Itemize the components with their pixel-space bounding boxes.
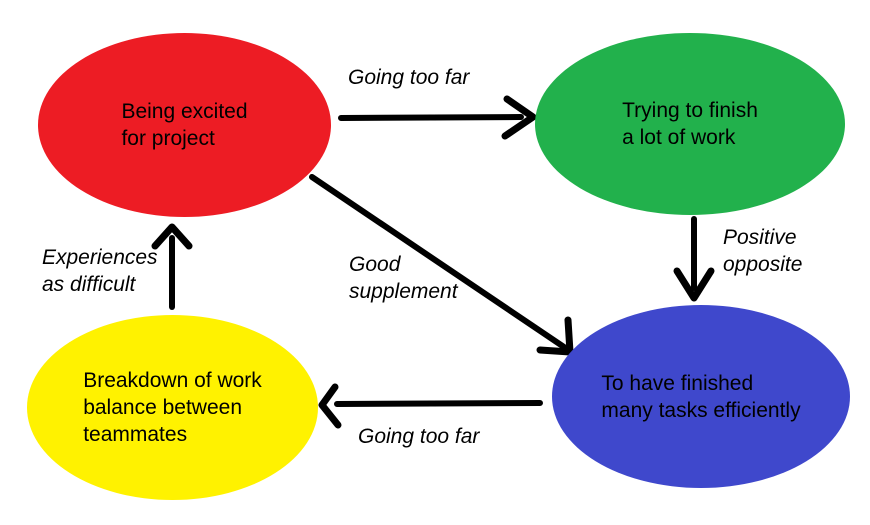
node-trying-to-finish: Trying to finish a lot of work bbox=[535, 33, 845, 215]
edge-label-experiences-as-difficult: Experiences as difficult bbox=[42, 244, 158, 298]
node-label-line: Trying to finish bbox=[622, 99, 758, 122]
node-label-line: many tasks efficiently bbox=[601, 398, 801, 422]
arrow-trying-to-finished bbox=[673, 216, 715, 302]
arrow-finished-to-breakdown bbox=[318, 383, 543, 429]
node-being-excited-label: Being excited for project bbox=[121, 98, 247, 152]
node-being-excited: Being excited for project bbox=[38, 33, 331, 217]
arrow-breakdown-to-excited bbox=[151, 223, 193, 310]
edge-label-line: opposite bbox=[723, 253, 803, 276]
node-label-line: balance between bbox=[83, 396, 242, 419]
edge-label-going-too-far-bottom: Going too far bbox=[358, 425, 480, 448]
edge-label-going-too-far-top: Going too far bbox=[348, 66, 470, 89]
edge-label-line: Experiences bbox=[42, 246, 158, 269]
node-label-line: Being excited bbox=[121, 100, 248, 123]
edge-label-line: supplement bbox=[349, 280, 458, 303]
node-breakdown-of-work: Breakdown of work balance between teamma… bbox=[27, 315, 318, 500]
edge-label-positive-opposite: Positive opposite bbox=[723, 224, 802, 278]
edge-label-good-supplement: Good supplement bbox=[349, 251, 458, 305]
node-label-line: To have finished bbox=[601, 371, 754, 395]
edge-label-line: as difficult bbox=[42, 273, 136, 296]
node-trying-to-finish-label: Trying to finish a lot of work bbox=[622, 97, 758, 151]
node-label-line: Breakdown of work bbox=[83, 369, 262, 392]
node-label-line: a lot of work bbox=[622, 126, 736, 149]
node-label-line: for project bbox=[121, 127, 215, 150]
arrow-excited-to-trying bbox=[338, 95, 537, 140]
edge-label-line: Good bbox=[349, 253, 401, 276]
node-label-line: teammates bbox=[83, 423, 188, 446]
node-finished-many-tasks-label: To have finished many tasks efficiently bbox=[601, 370, 800, 424]
node-breakdown-of-work-label: Breakdown of work balance between teamma… bbox=[83, 367, 262, 448]
node-finished-many-tasks: To have finished many tasks efficiently bbox=[552, 305, 850, 488]
edge-label-line: Positive bbox=[723, 226, 797, 249]
